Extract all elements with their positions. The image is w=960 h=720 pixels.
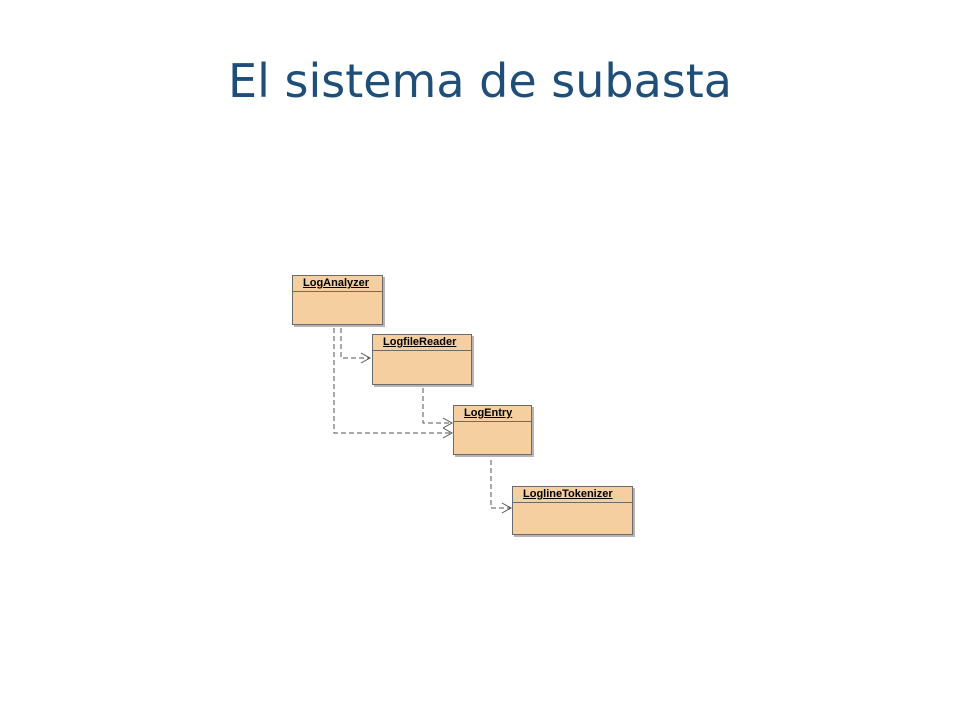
dependency-loganalyzer-logfilereader (340, 328, 370, 359)
arrowhead-logfilereader (360, 352, 372, 364)
class-box-logfilereader: LogfileReader (372, 334, 472, 385)
class-name: LogEntry (454, 406, 531, 422)
arrowhead-loglinetokenizer (501, 502, 513, 514)
class-box-loglinetokenizer: LoglineTokenizer (512, 486, 633, 535)
arrowhead-logentry-a (442, 427, 454, 439)
arrowhead-logentry-b (442, 417, 454, 429)
slide-title: El sistema de subasta (228, 54, 732, 108)
dependency-logfilereader-logentry (422, 388, 452, 424)
dependency-loganalyzer-logentry (333, 328, 452, 434)
dependency-logentry-loglinetokenizer (490, 460, 511, 509)
class-box-loganalyzer: LogAnalyzer (292, 275, 383, 325)
class-name: LogAnalyzer (293, 276, 382, 292)
class-name: LoglineTokenizer (513, 487, 632, 503)
class-name: LogfileReader (373, 335, 471, 351)
class-box-logentry: LogEntry (453, 405, 532, 455)
